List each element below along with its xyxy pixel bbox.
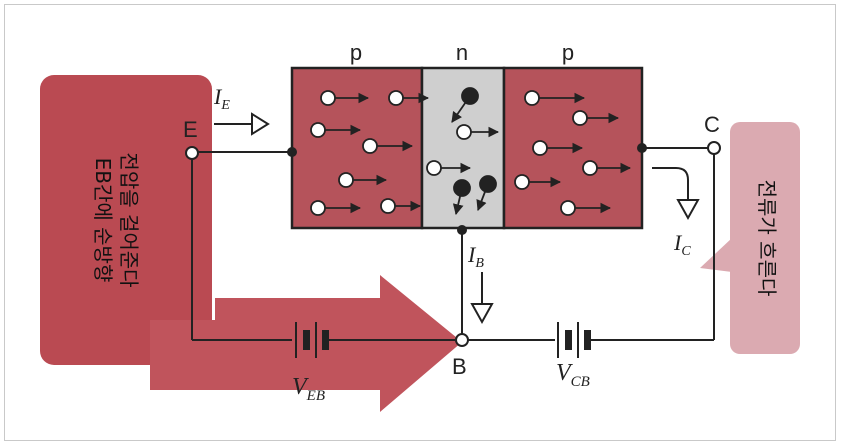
current-label-ie: IE — [213, 84, 230, 113]
voltage-label-veb: VEB — [292, 374, 325, 404]
left-callout-box — [40, 75, 212, 365]
hole — [320, 90, 336, 106]
base-carriers — [426, 87, 500, 216]
emitter-contact — [287, 147, 297, 157]
electron — [453, 179, 471, 197]
hole — [514, 174, 530, 190]
hole — [362, 138, 378, 154]
terminal-label-c: C — [704, 112, 720, 137]
ic-arrow — [652, 167, 700, 221]
battery-vcb — [557, 322, 591, 358]
right-callout-box — [730, 122, 800, 354]
collector-contact — [637, 143, 647, 153]
voltage-label-vcb: VCB — [556, 360, 590, 390]
hole — [388, 90, 404, 106]
hole — [582, 160, 598, 176]
holes-collector — [514, 90, 632, 216]
hole — [572, 110, 588, 126]
hole — [560, 200, 576, 216]
left-callout-line1: EB간에 순방향 — [91, 158, 115, 283]
hole — [524, 90, 540, 106]
current-label-ib: IB — [467, 242, 484, 271]
hole — [380, 198, 396, 214]
base-contact — [457, 225, 467, 235]
hole — [338, 172, 354, 188]
battery-veb — [295, 322, 329, 358]
left-callout-line2: 전압을 걸어준다 — [117, 152, 141, 287]
hole — [532, 140, 548, 156]
circuit-wires — [191, 147, 715, 341]
emitter-terminal — [185, 146, 199, 160]
hole — [426, 160, 442, 176]
holes-emitter — [310, 90, 430, 216]
right-callout-pointer — [700, 238, 732, 272]
electron — [479, 175, 497, 193]
hole — [310, 200, 326, 216]
hole — [456, 124, 472, 140]
ib-arrow — [470, 272, 494, 325]
electron — [461, 87, 479, 105]
collector-terminal — [707, 141, 721, 155]
terminal-label-e: E — [183, 117, 198, 142]
right-callout-line1: 전류가 흐른다 — [755, 180, 779, 297]
current-label-ic: IC — [673, 230, 691, 259]
terminal-label-b: B — [452, 354, 467, 379]
ie-arrow — [214, 112, 270, 136]
region-label-p-right: p — [562, 40, 574, 65]
hole — [310, 122, 326, 138]
region-label-n: n — [456, 40, 468, 65]
region-label-p-left: p — [350, 40, 362, 65]
base-terminal — [455, 333, 469, 347]
